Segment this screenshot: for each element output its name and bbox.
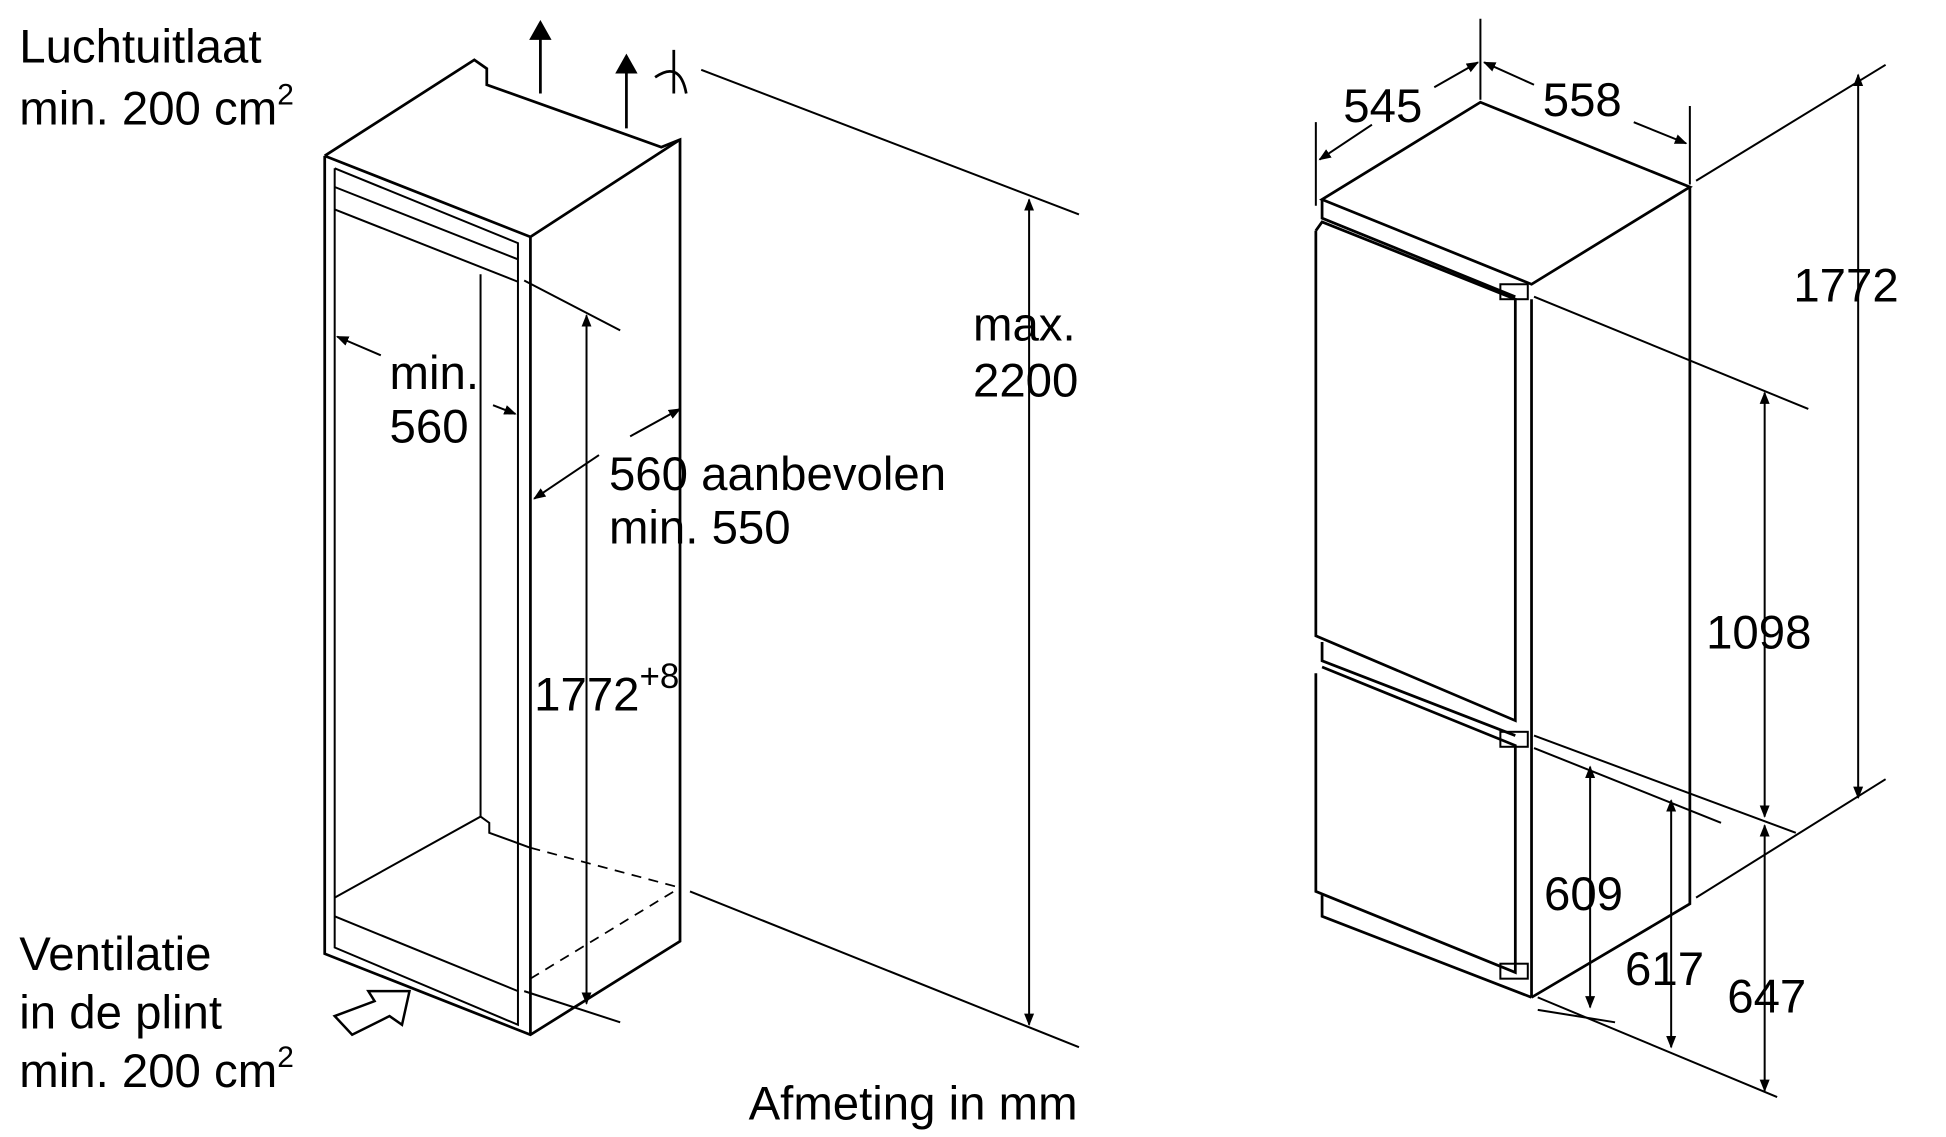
niche-cabinet <box>323 58 682 1037</box>
max-height-value: 2200 <box>973 354 1078 407</box>
ventilation-plinth: in de plint <box>19 987 222 1040</box>
niche-depth-min: min. 550 <box>609 502 791 555</box>
air-outlet-min: min. 200 cm2 <box>19 79 294 136</box>
ventilation-min: min. 200 cm2 <box>19 1041 294 1098</box>
appliance <box>1314 100 1693 999</box>
niche-width-min: min. <box>390 347 479 400</box>
lower-door-height: 609 <box>1544 868 1623 921</box>
niche-width-value: 560 <box>390 401 469 454</box>
niche-dimensions <box>336 68 1080 1049</box>
airflow-arrows <box>332 19 688 1037</box>
upper-door-height: 1098 <box>1706 606 1811 659</box>
ventilation-label: Ventilatie <box>19 928 211 981</box>
appliance-width: 558 <box>1543 74 1622 127</box>
appliance-depth: 545 <box>1343 80 1422 133</box>
inlet-arrow-icon <box>332 989 412 1037</box>
air-outlet-label: Luchtuitlaat <box>19 20 261 73</box>
hinge-647: 647 <box>1727 970 1806 1023</box>
niche-height: 1772+8 <box>534 657 679 721</box>
hinge-617: 617 <box>1625 943 1704 996</box>
niche-depth-recommended: 560 aanbevolen <box>609 448 946 501</box>
max-height-label: max. <box>973 298 1076 351</box>
units-note: Afmeting in mm <box>749 1078 1078 1131</box>
appliance-height: 1772 <box>1793 260 1898 313</box>
vent-symbol-icon <box>654 49 688 94</box>
appliance-dimensions <box>1314 18 1887 1099</box>
